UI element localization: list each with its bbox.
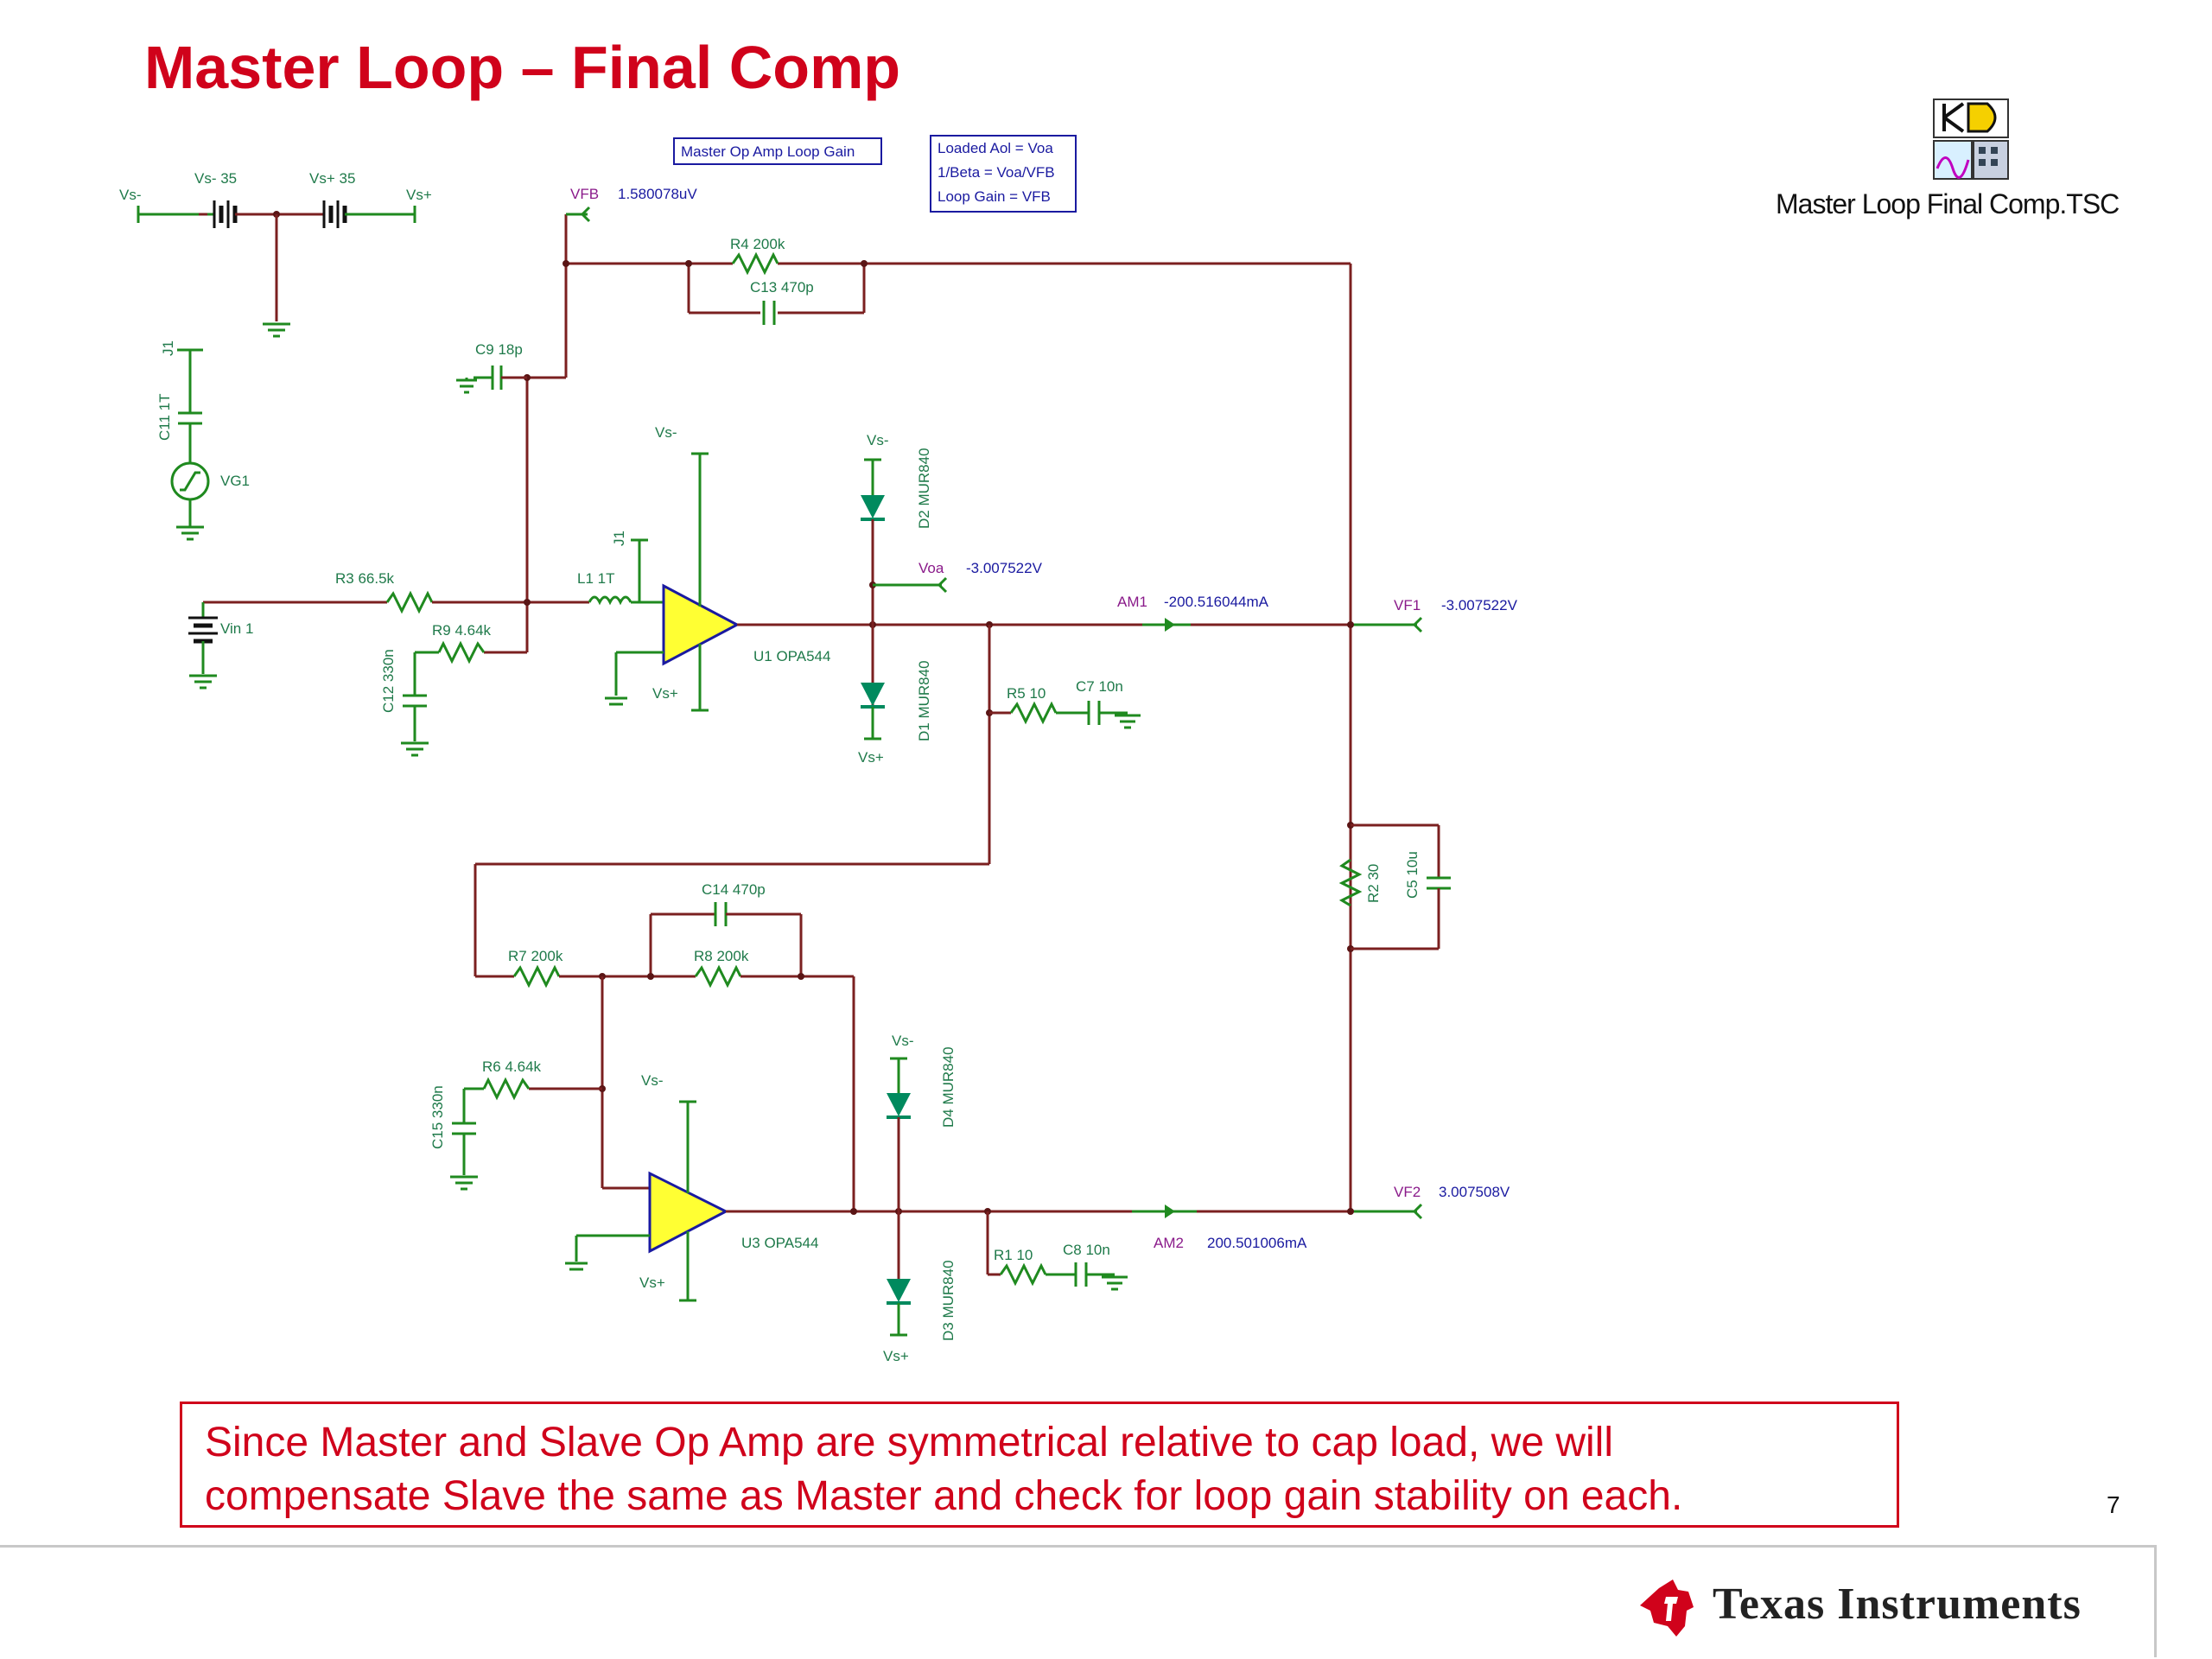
- c5-label: C5 10u: [1404, 851, 1421, 899]
- note-box: Since Master and Slave Op Amp are symmet…: [180, 1402, 1899, 1528]
- c7-label: C7 10n: [1076, 678, 1123, 695]
- voa-probe-value: -3.007522V: [966, 560, 1043, 576]
- u3-label: U3 OPA544: [741, 1235, 818, 1251]
- r8-label: R8 200k: [694, 948, 749, 964]
- supply-vs-minus-35-label: Vs- 35: [194, 170, 237, 187]
- l1-inductor-symbol: [588, 595, 632, 606]
- loop-definitions-box: [930, 135, 1077, 213]
- d4-diode-symbol: [887, 1093, 911, 1116]
- vfb-probe-label: VFB: [570, 186, 599, 202]
- ti-logo-icon: [1640, 1580, 1694, 1637]
- d4-vs-label: Vs-: [892, 1033, 914, 1049]
- d3-vs-label: Vs+: [883, 1348, 909, 1364]
- r9-label: R9 4.64k: [432, 622, 492, 639]
- master-loop-gain-box: [673, 137, 882, 165]
- am2-probe-value: 200.501006mA: [1207, 1235, 1307, 1251]
- tina-file-icon: [1933, 99, 2009, 180]
- one-over-beta-label: 1/Beta = Voa/VFB: [938, 164, 1055, 181]
- r8-resistor-symbol: [694, 964, 742, 988]
- schematic-diagram: Vs- Vs- 35 Vs+ 35 Vs+ Master Op Amp Loop…: [119, 99, 2009, 1364]
- d4-label: D4 MUR840: [940, 1046, 957, 1128]
- vf2-probe-label: VF2: [1394, 1184, 1421, 1200]
- d1-vs-label: Vs+: [858, 749, 884, 766]
- r9-resistor-symbol: [437, 640, 486, 664]
- c8-label: C8 10n: [1063, 1242, 1110, 1258]
- supply-vs-minus-label: Vs-: [119, 187, 142, 203]
- supply-network: [137, 200, 416, 338]
- r3-label: R3 66.5k: [335, 570, 395, 587]
- master-loop-gain-label: Master Op Amp Loop Gain: [681, 143, 855, 160]
- vin1-label: Vin 1: [220, 620, 253, 637]
- c11-label: C11 1T: [156, 394, 173, 442]
- footer-bar: [0, 1545, 2157, 1657]
- slide-title: Master Loop – Final Comp: [144, 34, 901, 101]
- page-number: 7: [2107, 1491, 2120, 1518]
- r2-label: R2 30: [1365, 864, 1382, 903]
- loop-gain-label: Loop Gain = VFB: [938, 188, 1051, 205]
- tina-file-label: Master Loop Final Comp.TSC: [1776, 188, 2120, 219]
- supply-vs-plus-35-label: Vs+ 35: [309, 170, 355, 187]
- r7-label: R7 200k: [508, 948, 563, 964]
- r6-label: R6 4.64k: [482, 1058, 542, 1075]
- loaded-aol-label: Loaded Aol = Voa: [938, 140, 1053, 156]
- vfb-probe-value: 1.580078uV: [618, 186, 697, 202]
- u1-vs-minus-label: Vs-: [655, 424, 677, 441]
- c13-label: C13 470p: [750, 279, 814, 296]
- ti-wordmark: Texas Instruments: [1713, 1580, 2082, 1629]
- vg1-label: VG1: [220, 473, 250, 489]
- am1-probe-value: -200.516044mA: [1164, 594, 1269, 610]
- r3-resistor-symbol: [385, 590, 434, 614]
- am1-probe-label: AM1: [1117, 594, 1147, 610]
- d2-diode-symbol: [861, 495, 885, 518]
- c14-label: C14 470p: [702, 881, 766, 898]
- d2-label: D2 MUR840: [916, 448, 932, 529]
- l1-label: L1 1T: [577, 570, 614, 587]
- r4-resistor-symbol: [731, 251, 779, 276]
- vf2-probe-value: 3.007508V: [1439, 1184, 1510, 1200]
- r1-resistor-symbol: [999, 1262, 1047, 1287]
- d2-vs-label: Vs-: [867, 432, 889, 448]
- r5-label: R5 10: [1007, 685, 1046, 702]
- vf1-probe-label: VF1: [1394, 597, 1421, 613]
- r1-label: R1 10: [994, 1247, 1033, 1263]
- c9-label: C9 18p: [475, 341, 523, 358]
- j1-mid-label: J1: [611, 531, 627, 546]
- r2-resistor-symbol: [1338, 858, 1363, 907]
- r5-resistor-symbol: [1009, 701, 1058, 725]
- voa-probe-label: Voa: [918, 560, 944, 576]
- r4-label: R4 200k: [730, 236, 785, 252]
- d3-label: D3 MUR840: [940, 1260, 957, 1341]
- c12-label: C12 330n: [380, 649, 397, 713]
- d3-diode-symbol: [887, 1279, 911, 1302]
- note-line-1: Since Master and Slave Op Amp are symmet…: [205, 1420, 1614, 1465]
- master-feedback-wires: [525, 214, 1352, 1211]
- d1-label: D1 MUR840: [916, 660, 932, 741]
- am2-probe-label: AM2: [1154, 1235, 1184, 1251]
- u1-label: U1 OPA544: [753, 648, 830, 664]
- vf1-probe-value: -3.007522V: [1441, 597, 1518, 613]
- j1-top-label: J1: [160, 340, 176, 356]
- d1-diode-symbol: [861, 683, 885, 706]
- note-line-2: compensate Slave the same as Master and …: [205, 1473, 1683, 1519]
- supply-vs-plus-label: Vs+: [406, 187, 432, 203]
- r7-resistor-symbol: [512, 964, 561, 988]
- u1-vs-plus-label: Vs+: [652, 685, 678, 702]
- c15-label: C15 330n: [429, 1085, 446, 1149]
- r6-resistor-symbol: [482, 1077, 531, 1101]
- u3-vs-plus-label: Vs+: [639, 1274, 665, 1291]
- u3-vs-minus-label: Vs-: [641, 1072, 664, 1089]
